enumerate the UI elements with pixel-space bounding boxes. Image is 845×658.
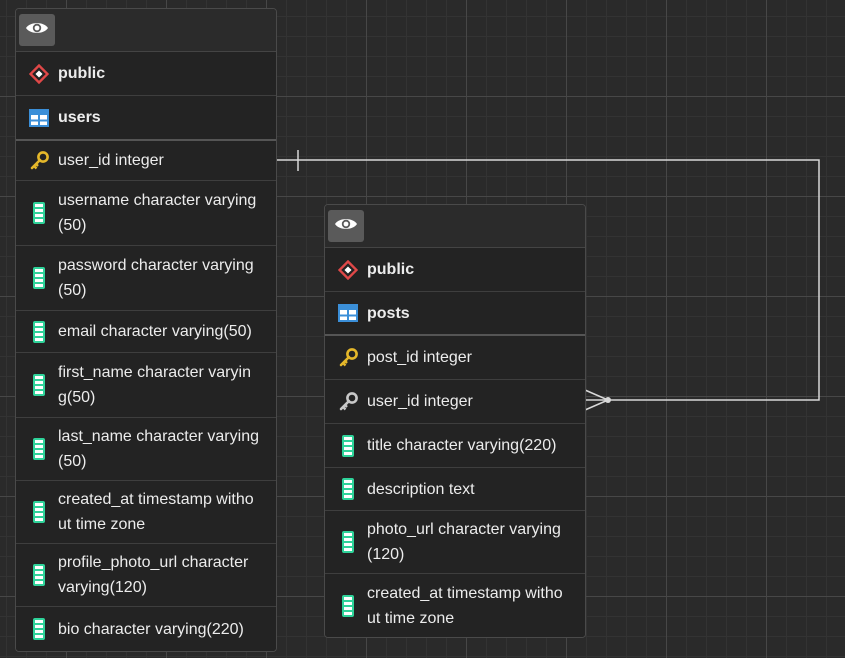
column-label: profile_photo_url character varying(120) (58, 554, 249, 596)
foreign-key-icon (337, 391, 359, 413)
view-toggle-button[interactable] (19, 14, 55, 46)
table-name-row[interactable]: posts (325, 292, 585, 336)
table-name-row[interactable]: users (16, 96, 276, 141)
column-label: user_id integer (58, 152, 164, 169)
column-row[interactable]: profile_photo_url character varying(120) (16, 544, 276, 607)
column-row[interactable]: bio character varying(220) (16, 607, 276, 651)
column-icon (28, 202, 50, 224)
column-icon (28, 438, 50, 460)
column-icon (28, 374, 50, 396)
column-label: username character varying (50) (58, 192, 257, 234)
column-row[interactable]: created_at timestamp witho ut time zone (325, 574, 585, 637)
column-label: bio character varying(220) (58, 620, 244, 638)
column-label: created_at timestamp witho ut time zone (58, 491, 254, 533)
column-label: title character varying(220) (367, 437, 557, 454)
schema-row[interactable]: public (325, 248, 585, 292)
column-icon (28, 564, 50, 586)
table-name: posts (367, 304, 410, 322)
crowfoot-lower (584, 399, 609, 411)
column-icon (28, 501, 50, 523)
schema-icon (337, 259, 359, 281)
crowfoot-upper (584, 389, 609, 401)
table-name: users (58, 109, 101, 126)
column-label: password character varying (50) (58, 257, 254, 299)
column-label: photo_url character varying (120) (367, 521, 561, 563)
table-header (325, 205, 585, 248)
table-icon (28, 107, 50, 129)
column-row[interactable]: password character varying (50) (16, 246, 276, 311)
column-row[interactable]: user_id integer (16, 141, 276, 181)
table-posts[interactable]: public posts post_id integer user_id inte… (324, 204, 586, 638)
column-list: post_id integer user_id integer title char… (325, 336, 585, 637)
column-row[interactable]: created_at timestamp witho ut time zone (16, 481, 276, 544)
column-label: last_name character varying (50) (58, 428, 259, 470)
schema-name: public (58, 65, 106, 82)
column-row[interactable]: email character varying(50) (16, 311, 276, 353)
primary-key-icon (337, 347, 359, 369)
column-icon (337, 434, 359, 457)
column-row[interactable]: post_id integer (325, 336, 585, 380)
column-label: first_name character varyin g(50) (58, 364, 251, 406)
view-toggle-button[interactable] (328, 210, 364, 242)
column-row[interactable]: last_name character varying (50) (16, 418, 276, 481)
table-header (16, 9, 276, 52)
column-label: description text (367, 480, 475, 498)
table-users[interactable]: public users user_id integer username cha… (15, 8, 277, 652)
column-row[interactable]: photo_url character varying (120) (325, 511, 585, 574)
eye-icon (25, 20, 49, 41)
table-icon (337, 302, 359, 324)
schema-row[interactable]: public (16, 52, 276, 96)
column-icon (337, 531, 359, 553)
column-icon (28, 618, 50, 640)
column-label: email character varying(50) (58, 323, 252, 340)
column-label: created_at timestamp witho ut time zone (367, 584, 563, 627)
column-row[interactable]: first_name character varyin g(50) (16, 353, 276, 418)
many-cardinality-dot (605, 397, 611, 403)
column-icon (28, 267, 50, 289)
column-row[interactable]: description text (325, 468, 585, 511)
column-icon (337, 594, 359, 617)
column-row[interactable]: title character varying(220) (325, 424, 585, 468)
eye-icon (334, 216, 358, 237)
column-icon (337, 478, 359, 500)
column-icon (28, 320, 50, 343)
column-label: post_id integer (367, 349, 472, 366)
primary-key-icon (28, 150, 50, 172)
schema-name: public (367, 261, 415, 278)
column-row[interactable]: user_id integer (325, 380, 585, 424)
column-list: user_id integer username character varyin… (16, 141, 276, 651)
schema-icon (28, 63, 50, 85)
column-row[interactable]: username character varying (50) (16, 181, 276, 246)
column-label: user_id integer (367, 393, 473, 410)
